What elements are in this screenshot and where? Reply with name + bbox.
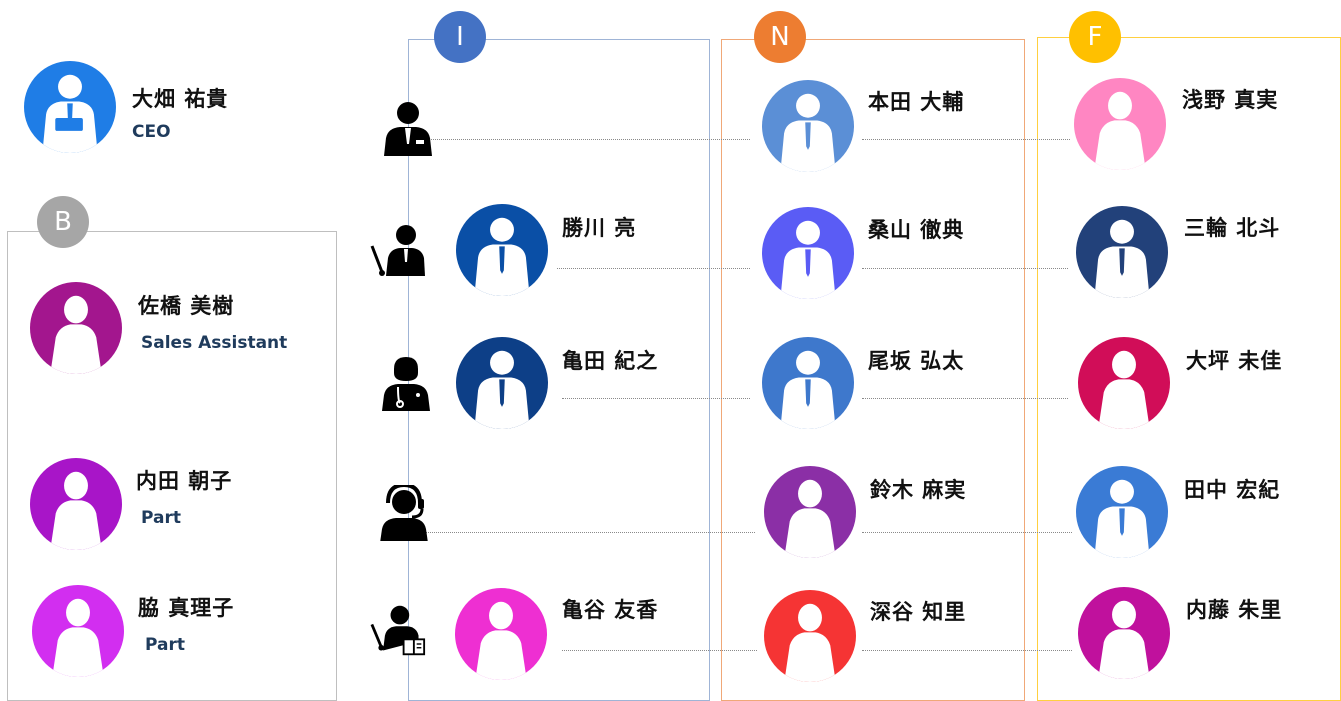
ceo-name: 大畑 祐貴 — [132, 87, 229, 111]
b-member-title: Part — [145, 635, 185, 655]
row-connector — [410, 139, 750, 140]
businesswoman-icon — [784, 603, 836, 682]
businessman-icon — [1094, 219, 1150, 298]
manager-icon — [378, 100, 434, 156]
n-member-name: 深谷 知里 — [870, 600, 967, 624]
businessman-icon — [474, 350, 530, 429]
i-member-avatar — [456, 337, 548, 429]
ceo-avatar — [24, 61, 116, 153]
businessman-icon — [780, 350, 836, 429]
support-headset-icon — [376, 485, 432, 541]
businesswoman-icon — [50, 471, 102, 550]
b-member-name: 脇 真理子 — [138, 596, 235, 620]
f-member-avatar — [1076, 206, 1168, 298]
n-member-avatar — [764, 590, 856, 682]
teacher-icon — [370, 602, 426, 658]
i-member-name: 亀谷 友香 — [562, 598, 659, 622]
businesswoman-icon — [475, 601, 527, 680]
b-member-avatar — [30, 458, 122, 550]
b-member-name: 内田 朝子 — [136, 469, 233, 493]
businesswoman-icon — [50, 295, 102, 374]
row-connector — [410, 532, 755, 533]
row-connector — [862, 650, 1072, 651]
n-member-avatar — [764, 466, 856, 558]
f-member-avatar — [1074, 78, 1166, 170]
businesswoman-icon — [1098, 600, 1150, 679]
group-n-badge: N — [754, 11, 806, 63]
b-member-title: Part — [141, 508, 181, 528]
b-member-avatar — [32, 585, 124, 677]
group-f-badge: F — [1069, 11, 1121, 63]
i-member-name: 亀田 紀之 — [562, 349, 659, 373]
businessman-icon — [42, 74, 98, 153]
n-member-name: 尾坂 弘太 — [868, 349, 965, 373]
presenter-icon — [370, 222, 426, 278]
row-connector — [562, 650, 757, 651]
n-member-name: 鈴木 麻実 — [870, 478, 967, 502]
row-connector — [862, 532, 1072, 533]
i-member-avatar — [456, 204, 548, 296]
b-member-avatar — [30, 282, 122, 374]
row-connector — [557, 268, 750, 269]
f-member-name: 三輪 北斗 — [1184, 216, 1281, 240]
b-member-name: 佐橋 美樹 — [138, 294, 235, 318]
row-connector — [862, 398, 1068, 399]
f-member-name: 大坪 未佳 — [1186, 349, 1283, 373]
businessman-icon — [780, 220, 836, 299]
doctor-icon — [378, 355, 434, 411]
n-member-name: 本田 大輔 — [868, 90, 965, 114]
n-member-avatar — [762, 207, 854, 299]
i-member-name: 勝川 亮 — [562, 216, 637, 240]
businessman-icon — [780, 93, 836, 172]
n-member-name: 桑山 徹典 — [868, 218, 965, 242]
businessman-icon — [1094, 479, 1150, 558]
group-b-badge: B — [37, 196, 89, 248]
n-member-avatar — [762, 337, 854, 429]
f-member-name: 内藤 朱里 — [1186, 598, 1283, 622]
f-member-avatar — [1078, 337, 1170, 429]
f-member-avatar — [1078, 587, 1170, 679]
ceo-title: CEO — [132, 122, 171, 142]
f-member-avatar — [1076, 466, 1168, 558]
businesswoman-icon — [784, 479, 836, 558]
businessman-icon — [474, 217, 530, 296]
i-member-avatar — [455, 588, 547, 680]
f-member-name: 田中 宏紀 — [1184, 478, 1281, 502]
businesswoman-icon — [1094, 91, 1146, 170]
row-connector — [562, 398, 750, 399]
businesswoman-icon — [52, 598, 104, 677]
group-i-badge: I — [434, 11, 486, 63]
businesswoman-icon — [1098, 350, 1150, 429]
row-connector — [862, 268, 1068, 269]
n-member-avatar — [762, 80, 854, 172]
b-member-title: Sales Assistant — [141, 333, 288, 353]
row-connector — [862, 139, 1070, 140]
f-member-name: 浅野 真実 — [1182, 88, 1279, 112]
